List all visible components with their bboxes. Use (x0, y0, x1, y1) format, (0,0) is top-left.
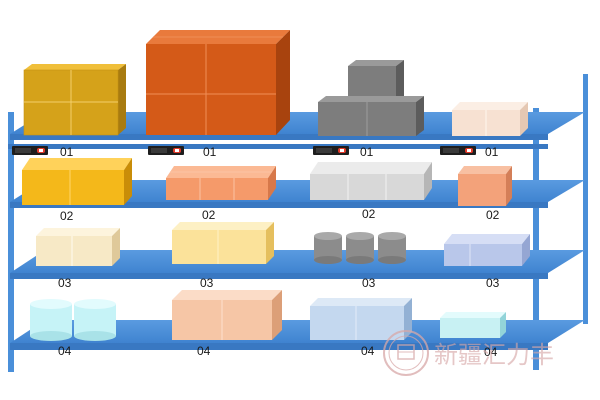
pale-box-single (452, 102, 528, 136)
goods-level-2 (22, 158, 512, 206)
slot-label: 03 (58, 276, 72, 290)
aqua-box-single (440, 312, 506, 338)
slot-label: 03 (362, 276, 376, 290)
slot-label: 01 (485, 145, 499, 159)
peach-box-row (172, 290, 282, 340)
salmon-flat-boxes (166, 166, 276, 200)
rfid-tag (148, 146, 184, 155)
grey-cylinders (314, 232, 406, 264)
gold-box-stack (23, 64, 126, 136)
slot-label: 02 (486, 208, 500, 222)
watermark-text: 新疆汇力丰 (434, 341, 554, 369)
slot-label: 04 (484, 345, 498, 359)
slot-label: 03 (200, 276, 214, 290)
goods-level-1 (23, 30, 528, 136)
slot-label: 02 (362, 207, 376, 221)
rack-upright-back-right (533, 108, 539, 370)
slot-labels: 01 01 01 01 02 02 02 02 03 03 03 03 04 0… (58, 145, 500, 359)
orange-box-stack (146, 30, 290, 135)
slot-label: 01 (360, 145, 374, 159)
slot-label: 04 (58, 344, 72, 358)
cream-box-row (36, 228, 120, 266)
shelf-level-2 (10, 180, 585, 208)
rfid-tag (440, 146, 476, 155)
cyan-cylinders (30, 299, 116, 341)
lavender-flat-boxes (444, 234, 530, 266)
goods-level-4 (30, 290, 506, 341)
goods-level-3 (36, 222, 530, 266)
rfid-tag (12, 146, 48, 155)
slot-label: 04 (197, 344, 211, 358)
slot-label: 01 (203, 145, 217, 159)
grey-box-pyramid (318, 60, 424, 136)
light-yellow-box-row (172, 222, 274, 264)
slot-label: 04 (361, 344, 375, 358)
slot-label: 02 (60, 209, 74, 223)
blue-box-row (310, 298, 412, 340)
watermark-seal-icon (383, 330, 429, 376)
grey-flat-boxes (310, 162, 432, 200)
location-tags-level-1 (12, 146, 476, 155)
watermark: 新疆汇力丰 (383, 330, 554, 376)
rfid-tag (313, 146, 349, 155)
slot-label: 02 (202, 208, 216, 222)
slot-label: 01 (60, 145, 74, 159)
shelf-level-3 (10, 250, 585, 279)
rack-upright-far-right (583, 74, 588, 324)
slot-label: 03 (486, 276, 500, 290)
yellow-box-row (22, 158, 132, 205)
peach-box-single (458, 166, 512, 206)
rack-upright-front-left (8, 112, 14, 372)
